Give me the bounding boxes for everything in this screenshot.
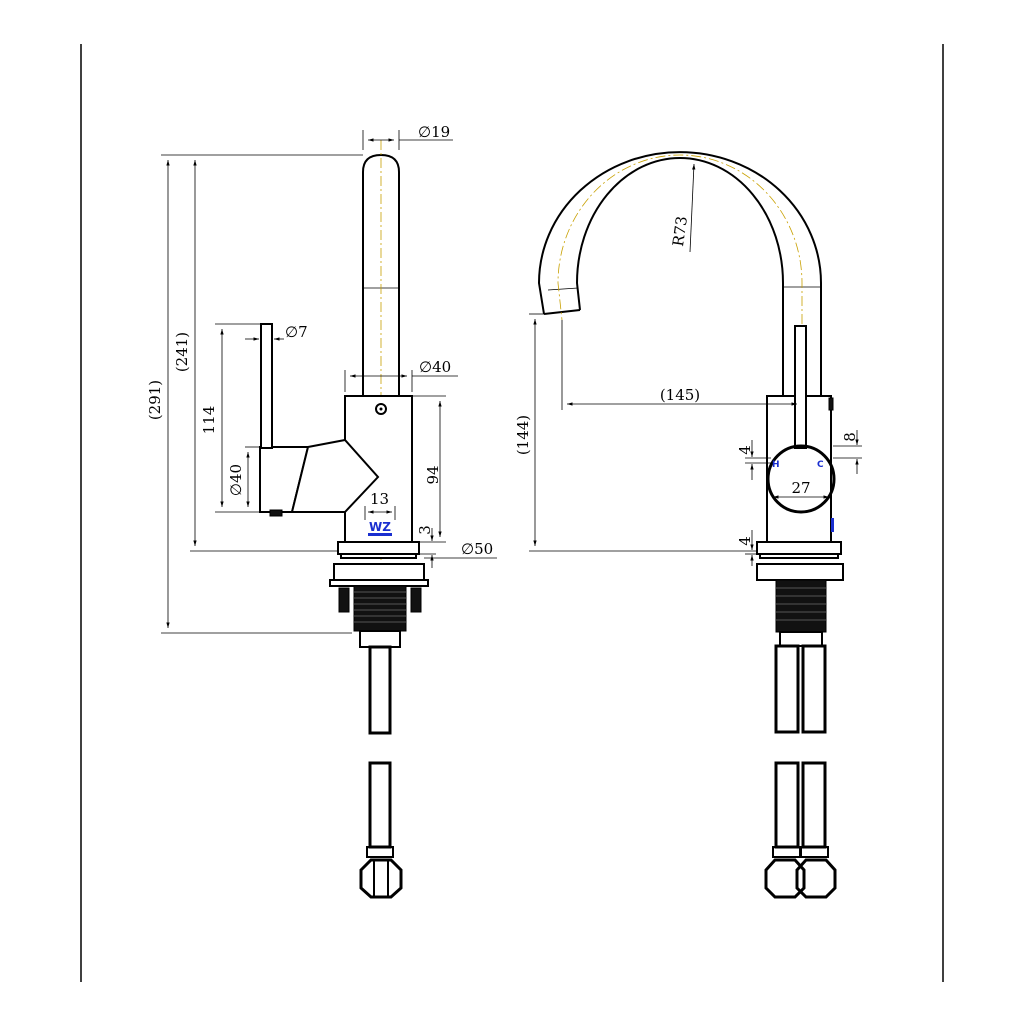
dim-base-diameter: ∅50 (461, 540, 493, 558)
hot-label: H (772, 460, 780, 470)
cold-hose-upper (801, 644, 827, 734)
hot-hose-lower (774, 761, 800, 849)
dim-outlet-height: (144) (514, 415, 532, 455)
dim-lever-diameter: ∅7 (285, 323, 308, 341)
body-screw (375, 403, 387, 415)
cold-hex-nut (795, 858, 837, 899)
dim-handle-diameter: ∅40 (227, 464, 245, 496)
dim-8: 8 (841, 432, 859, 442)
logo-text: WZ (369, 520, 391, 534)
supply-hose-lower (368, 761, 392, 849)
hex-nut (359, 858, 403, 899)
front-mounting-washer (756, 563, 844, 581)
dim-body-height: 94 (424, 465, 442, 484)
front-lever-rod (794, 325, 807, 449)
dim-handle-27: 27 (791, 479, 810, 497)
dim-spout-diameter: ∅19 (418, 123, 450, 141)
dim-lever-height: 114 (200, 406, 218, 435)
front-view: R73 H C (144) (514, 151, 862, 899)
dim-total-height: (291) (146, 380, 164, 420)
gooseneck-spout (575, 157, 784, 396)
front-deck-plate (756, 541, 842, 555)
threaded-shank (353, 585, 407, 632)
handle-collar (290, 438, 380, 513)
cold-hose-lower (801, 761, 827, 849)
front-handle (766, 444, 836, 514)
dim-spout-radius: R73 (669, 215, 691, 248)
lever-rod (260, 323, 273, 449)
deck-plate (337, 541, 420, 555)
dim-height-above-deck: (241) (173, 332, 191, 372)
front-threaded-shank (775, 579, 827, 633)
hot-hose-upper (774, 644, 800, 734)
mounting-washer (333, 563, 425, 581)
logo-mark: WZ (368, 520, 392, 536)
dim-4-lower: 4 (736, 536, 754, 546)
dim-spout-reach: (145) (660, 386, 700, 404)
side-view: WZ (291) (146, 123, 497, 899)
hot-hex-nut (764, 858, 806, 899)
dim-offset-13: 13 (370, 490, 389, 508)
cold-label: C (817, 460, 824, 470)
dim-plate-3: 3 (416, 525, 434, 535)
dim-4-upper: 4 (736, 445, 754, 455)
dim-body-diameter: ∅40 (419, 358, 451, 376)
supply-hose-upper (368, 645, 392, 735)
